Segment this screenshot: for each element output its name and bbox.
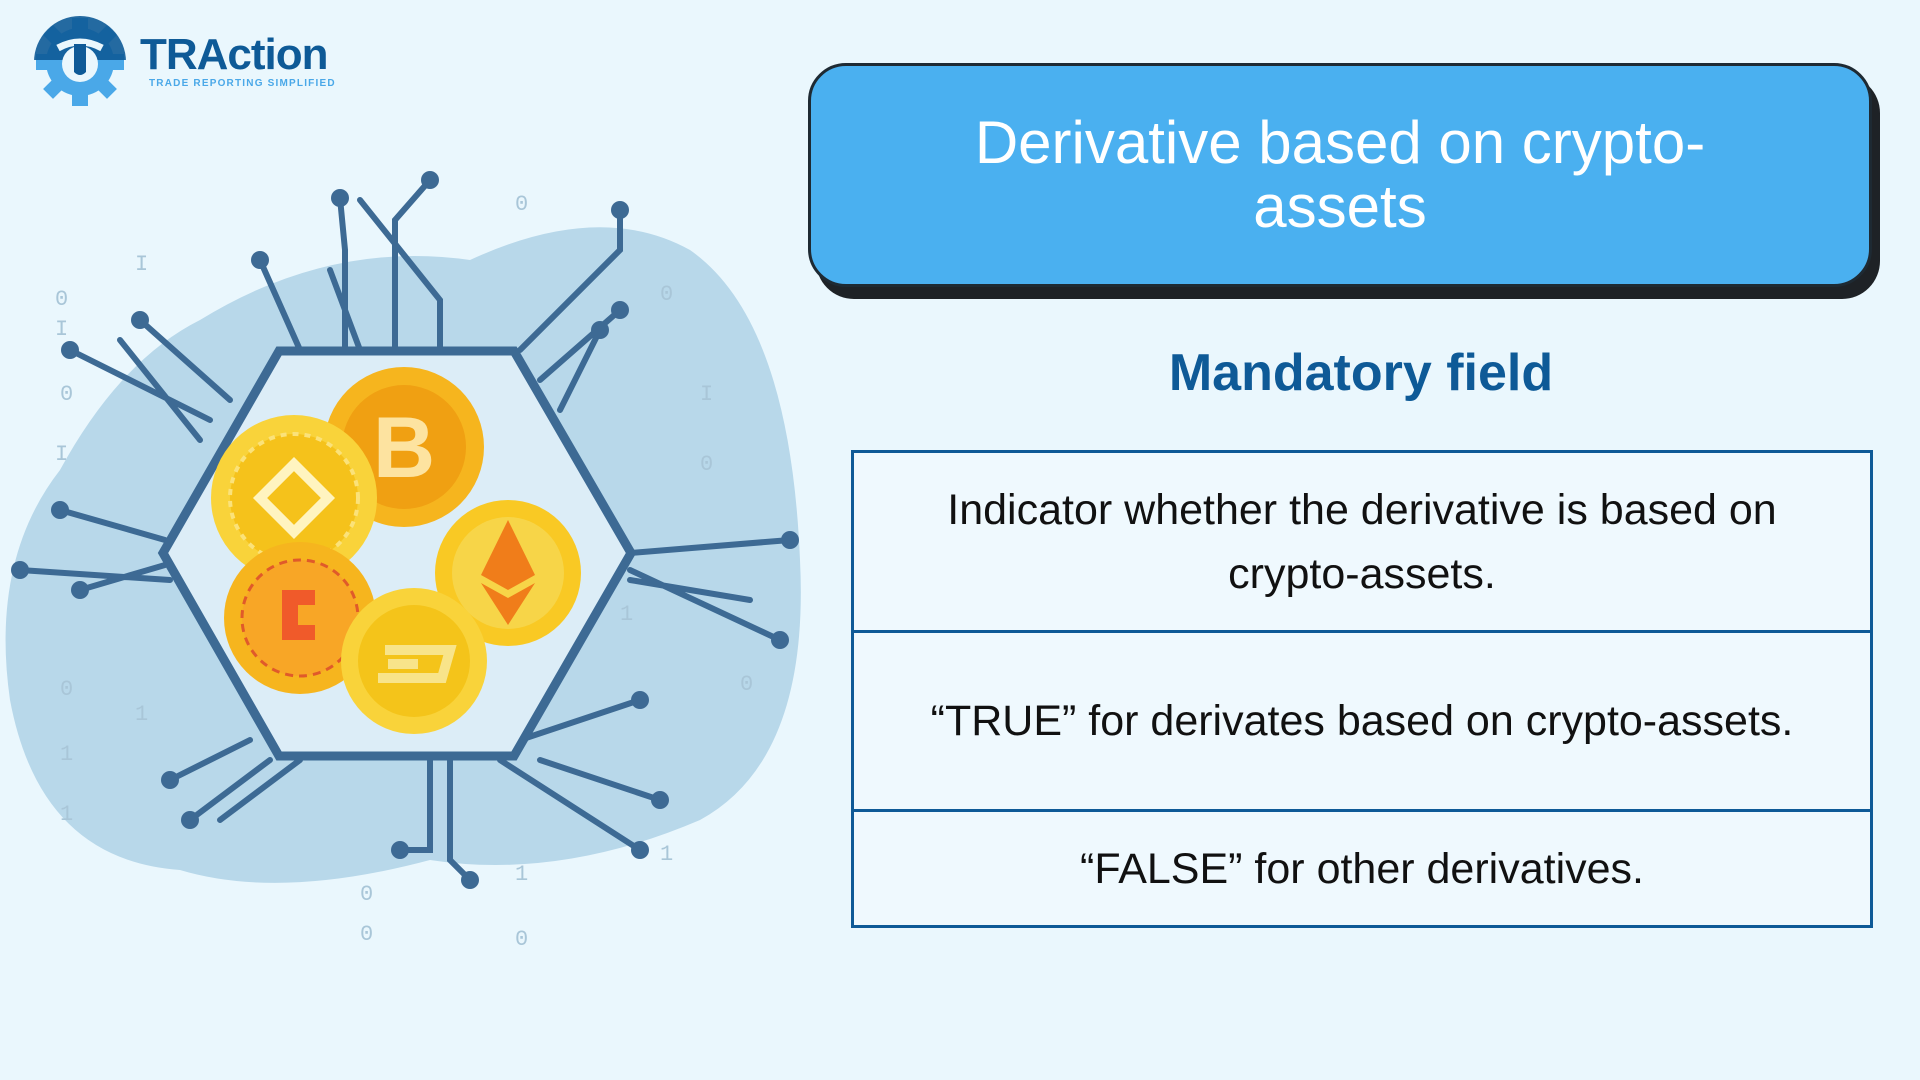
circuit-nodes <box>11 171 799 889</box>
svg-text:1: 1 <box>620 602 633 627</box>
svg-text:0: 0 <box>360 882 373 907</box>
svg-text:0: 0 <box>660 282 673 307</box>
ethereum-icon <box>435 500 581 646</box>
binance-coin-icon <box>211 415 377 581</box>
svg-text:0: 0 <box>60 382 73 407</box>
page-title: Derivative based on crypto-assets <box>974 109 1706 240</box>
svg-text:0: 0 <box>55 287 68 312</box>
svg-text:0: 0 <box>360 922 373 947</box>
svg-text:0: 0 <box>515 927 528 952</box>
svg-text:I: I <box>55 317 68 342</box>
svg-text:I: I <box>135 252 148 277</box>
dash-coin-icon <box>341 588 487 734</box>
svg-text:0: 0 <box>60 677 73 702</box>
table-row: Indicator whether the derivative is base… <box>947 485 1777 598</box>
table-row: “FALSE” for other derivatives. <box>854 809 1870 925</box>
svg-text:0: 0 <box>700 452 713 477</box>
svg-text:1: 1 <box>135 702 148 727</box>
svg-text:1: 1 <box>660 842 673 867</box>
svg-text:1: 1 <box>60 802 73 827</box>
field-description-table: Indicator whether the derivative is base… <box>851 450 1873 928</box>
logo: TRAction TRADE REPORTING SIMPLIFIED <box>34 14 354 110</box>
svg-text:0: 0 <box>740 672 753 697</box>
title-banner: Derivative based on crypto-assets <box>808 63 1872 287</box>
table-row: “TRUE” for derivates based on crypto-ass… <box>854 630 1870 809</box>
logo-name: TRAction <box>140 30 329 79</box>
section-heading: Mandatory field <box>1168 344 1554 402</box>
svg-text:1: 1 <box>60 742 73 767</box>
svg-text:I: I <box>55 442 68 467</box>
svg-text:I: I <box>700 382 713 407</box>
svg-text:1: 1 <box>515 862 528 887</box>
gear-logo-icon <box>34 14 130 106</box>
bitcoin-icon: B <box>324 367 484 527</box>
svg-text:B: B <box>373 400 435 496</box>
svg-text:0: 0 <box>515 192 528 217</box>
logo-tagline: TRADE REPORTING SIMPLIFIED <box>149 78 336 89</box>
circuit-lines <box>17 177 793 883</box>
